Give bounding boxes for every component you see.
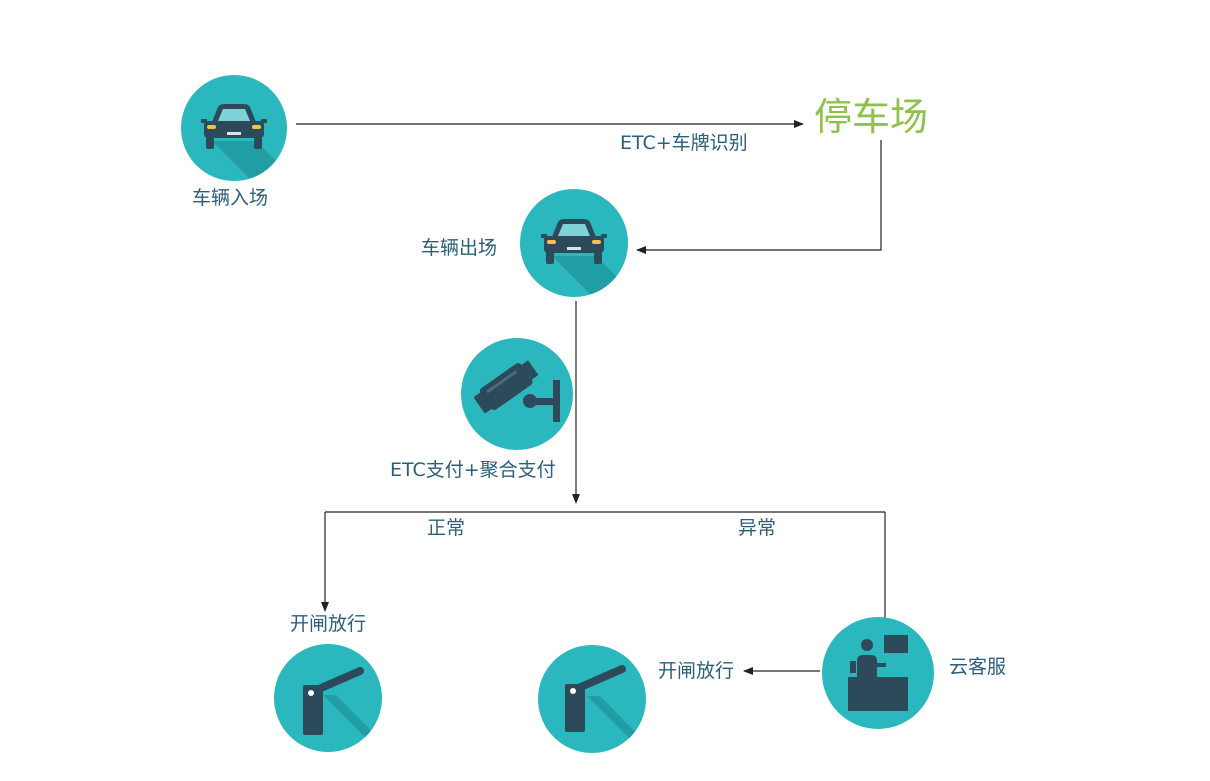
label-open-gate-right: 开闸放行 [658, 660, 735, 682]
label-car-exit: 车辆出场 [421, 237, 498, 259]
label-open-gate-left: 开闸放行 [290, 613, 367, 635]
barrier-gate-icon [565, 665, 626, 732]
arrow-lot-to-exit [636, 140, 882, 254]
car-icon [541, 219, 607, 264]
car-entry-node [181, 75, 287, 181]
label-etc-plate: ETC+车牌识别 [620, 132, 748, 154]
label-payment: ETC支付+聚合支付 [390, 459, 556, 481]
barrier-gate-left-node [274, 644, 382, 752]
label-normal: 正常 [427, 517, 466, 539]
camera-node [461, 338, 573, 450]
customer-service-icon [848, 635, 908, 711]
camera-icon [474, 360, 560, 422]
customer-service-node [822, 617, 934, 729]
label-parking-lot: 停车场 [814, 95, 929, 139]
car-icon [201, 104, 267, 149]
label-cloud-service: 云客服 [949, 656, 1007, 678]
barrier-gate-mid-node [538, 645, 646, 753]
label-car-entry: 车辆入场 [192, 187, 269, 209]
car-exit-node [520, 189, 628, 297]
connectors [296, 120, 886, 675]
barrier-gate-icon [303, 667, 364, 735]
label-abnormal: 异常 [738, 517, 777, 539]
